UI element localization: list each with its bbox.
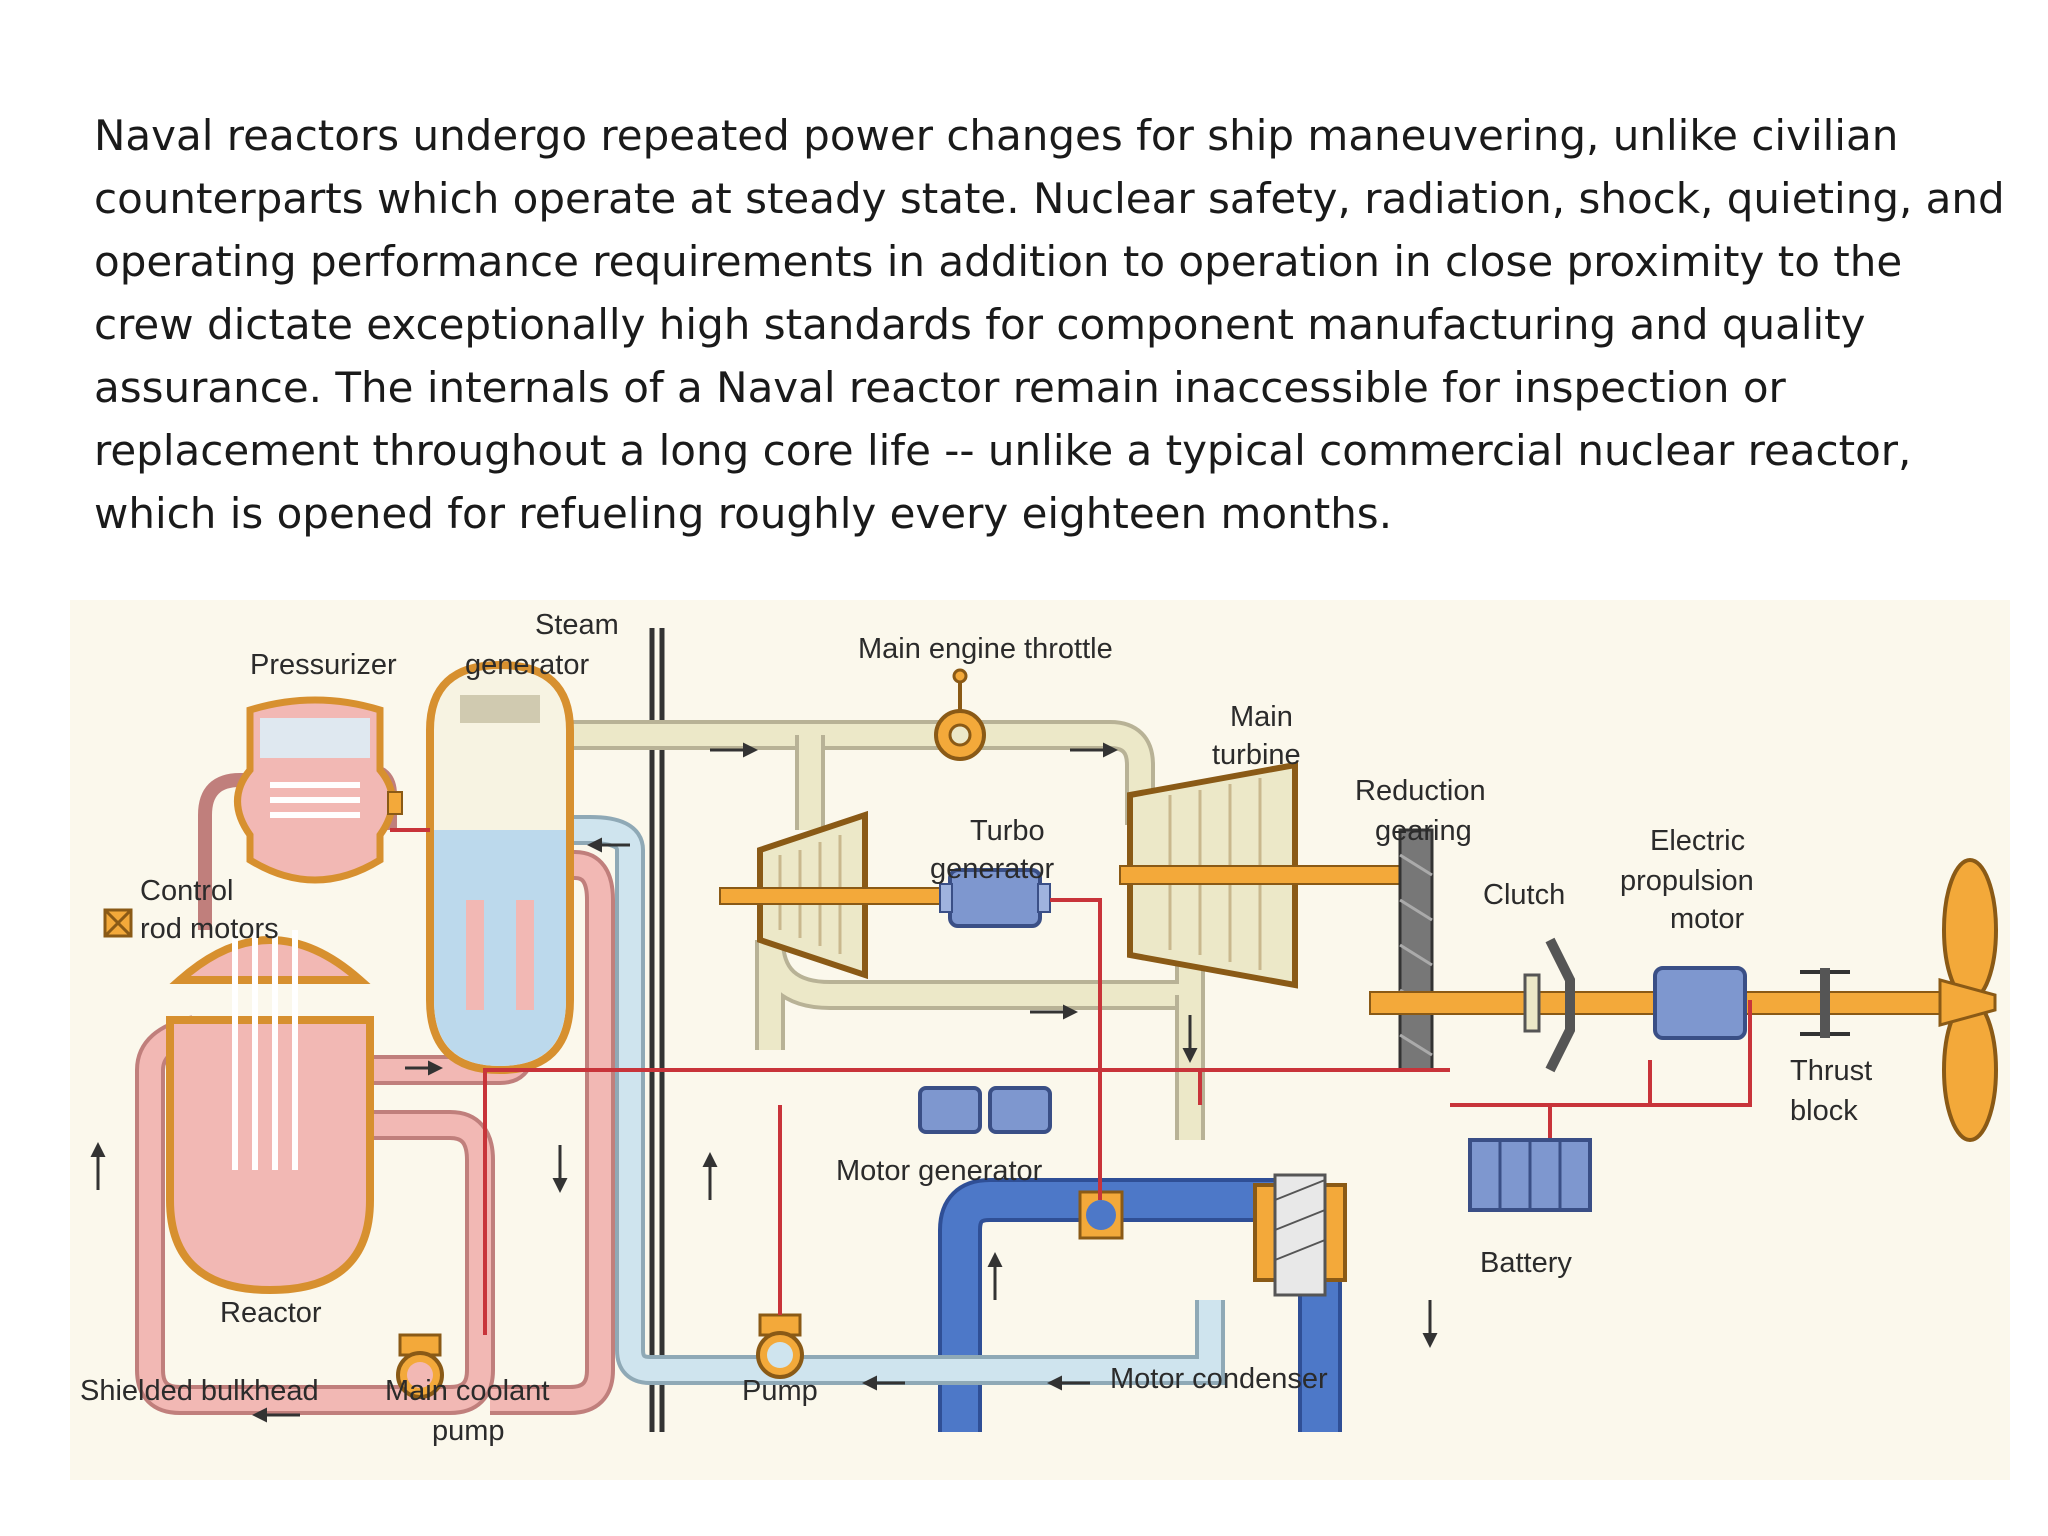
label-control: Control xyxy=(140,875,234,907)
intro-line: replacement throughout a long core life … xyxy=(94,426,1912,475)
condensate-pump xyxy=(756,1313,804,1379)
label-steam-generator: generator xyxy=(465,649,589,681)
diagram-labels: Steam generator Pressurizer Main engine … xyxy=(80,609,1872,1447)
reduction-gearing xyxy=(1398,828,1434,1072)
sea-water-pump xyxy=(1078,1190,1124,1240)
motor-condenser xyxy=(1253,1173,1347,1297)
label-pump: Pump xyxy=(742,1375,818,1407)
label-battery: Battery xyxy=(1480,1247,1572,1279)
label-pressurizer: Pressurizer xyxy=(250,649,397,681)
label-electric: Electric xyxy=(1650,825,1745,857)
main-coolant-pump xyxy=(396,1333,444,1399)
label-shielded-bulkhead: Shielded bulkhead xyxy=(80,1375,319,1407)
intro-line: assurance. The internals of a Naval reac… xyxy=(94,363,1786,412)
label-gearing: gearing xyxy=(1375,815,1472,847)
label-motor-generator: Motor generator xyxy=(836,1155,1043,1187)
label-clutch: Clutch xyxy=(1483,879,1565,911)
electrical-wiring xyxy=(390,828,1752,1335)
control-rod-motors xyxy=(103,908,133,938)
motor-generator xyxy=(918,1086,1052,1134)
intro-line: Naval reactors undergo repeated power ch… xyxy=(94,111,1899,160)
label-motor: motor xyxy=(1670,903,1744,935)
label-motor-condenser: Motor condenser xyxy=(1110,1363,1328,1395)
shielded-bulkhead xyxy=(649,628,665,1432)
intro-line: which is opened for refueling roughly ev… xyxy=(94,489,1393,538)
electric-propulsion-motor xyxy=(1653,966,1747,1040)
intro-line: counterparts which operate at steady sta… xyxy=(94,174,2005,223)
label-reactor: Reactor xyxy=(220,1297,322,1329)
label-main-coolant-pump: pump xyxy=(432,1415,505,1447)
propulsion-diagram: Steam generator Pressurizer Main engine … xyxy=(70,600,2010,1480)
label-main-coolant: Main coolant xyxy=(385,1375,549,1407)
turbo-generator-turbine xyxy=(719,810,953,980)
battery xyxy=(1468,1138,1592,1212)
flow-arrows xyxy=(90,742,1438,1423)
label-block: block xyxy=(1790,1095,1858,1127)
label-propulsion: propulsion xyxy=(1620,865,1754,897)
steam-generator xyxy=(426,660,574,1075)
reactor-vessel xyxy=(166,930,374,1295)
intro-line: operating performance requirements in ad… xyxy=(94,237,1903,286)
thrust-block xyxy=(1800,968,1850,1038)
intro-line: crew dictate exceptionally high standard… xyxy=(94,300,1866,349)
main-turbine xyxy=(1119,761,1421,989)
label-thrust: Thrust xyxy=(1790,1055,1872,1087)
label-turbo: Turbo xyxy=(970,815,1045,847)
clutch xyxy=(1523,937,1575,1073)
label-main: Main xyxy=(1230,701,1293,733)
intro-paragraph: Naval reactors undergo repeated power ch… xyxy=(94,104,2005,545)
propeller-icon xyxy=(1938,858,1998,1142)
label-steam: Steam xyxy=(535,609,619,641)
label-turbo-generator: generator xyxy=(930,853,1054,885)
main-engine-throttle xyxy=(934,668,986,761)
label-rod-motors: rod motors xyxy=(140,913,279,945)
propulsion-diagram-svg: Steam generator Pressurizer Main engine … xyxy=(80,609,1998,1447)
label-main-engine-throttle: Main engine throttle xyxy=(858,633,1113,665)
label-turbine: turbine xyxy=(1212,739,1301,771)
label-reduction: Reduction xyxy=(1355,775,1486,807)
pressurizer xyxy=(234,696,403,884)
